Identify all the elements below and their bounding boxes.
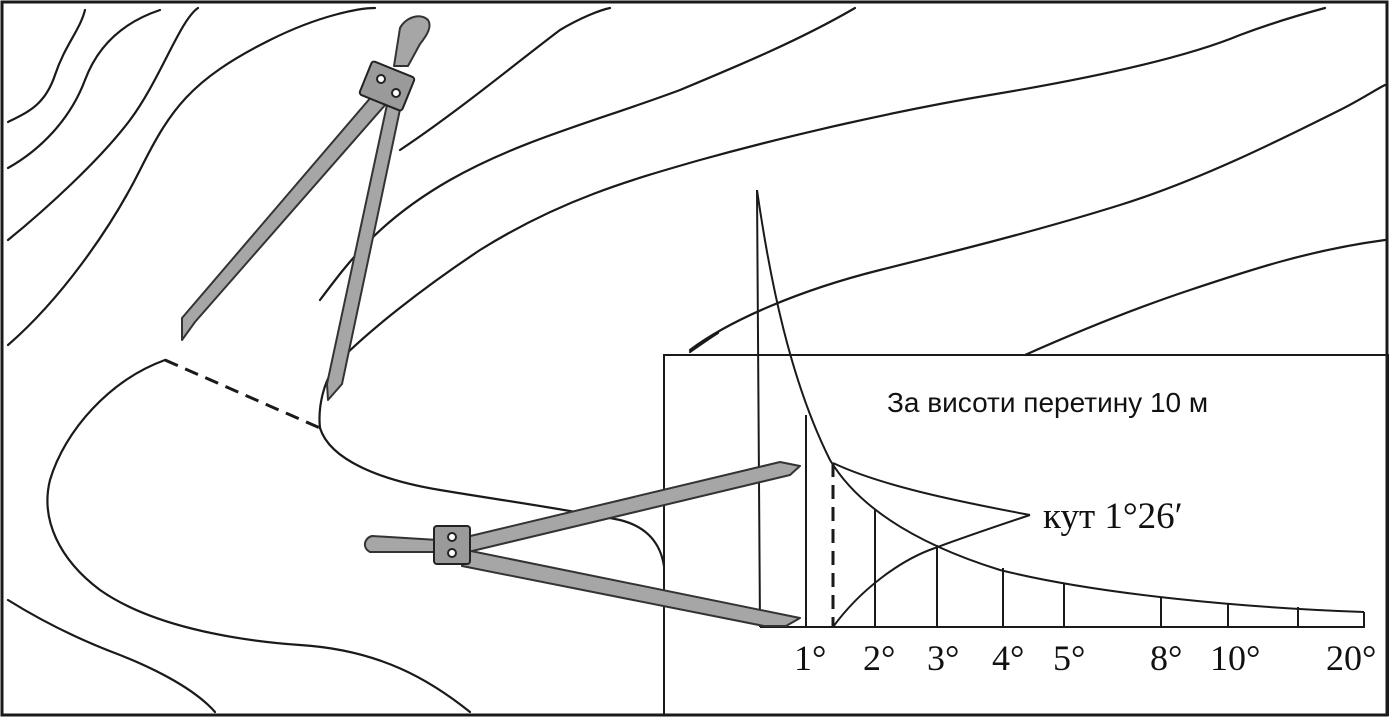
contour-line <box>1023 238 1387 357</box>
scale-panel <box>663 354 1389 716</box>
compass-pin <box>391 88 401 98</box>
scale-tick-labels: 1° 2° 3° 4° 5° 8° 10° 20° <box>794 638 1376 678</box>
scale-baseline <box>760 612 1365 628</box>
contour-line <box>6 598 217 714</box>
divider-compass-icon <box>181 15 431 401</box>
slope-scale <box>756 189 1365 628</box>
tick-label: 8° <box>1150 638 1182 678</box>
scale-ordinates <box>805 415 1299 627</box>
scale-caption: За висоти перетину 10 м <box>887 387 1208 418</box>
tick-label: 5° <box>1053 638 1085 678</box>
tick-label: 20° <box>1326 638 1376 678</box>
contour-line <box>6 8 87 124</box>
divider-compass-icon <box>364 461 801 627</box>
compass-leg <box>364 535 439 553</box>
contour-line <box>398 6 612 152</box>
compass-pin <box>447 532 457 542</box>
contour-line <box>688 331 720 354</box>
contour-line <box>6 8 162 170</box>
contour-line <box>688 83 1387 352</box>
compass-hinge <box>433 525 471 565</box>
scale-curve-lower <box>832 514 1031 628</box>
tick-label: 3° <box>927 638 959 678</box>
tick-label: 4° <box>992 638 1024 678</box>
measured-distance-dashed <box>164 358 321 430</box>
compass-pin <box>447 548 457 558</box>
tick-label: 10° <box>1210 638 1260 678</box>
scale-curve-cross <box>832 462 1031 516</box>
compass-leg <box>393 15 431 67</box>
tick-label: 2° <box>863 638 895 678</box>
contour-line <box>318 426 667 582</box>
scale-vertical-axis <box>756 189 761 628</box>
compass-pin <box>376 74 386 84</box>
contour-line <box>6 6 377 347</box>
compass-hinge <box>358 60 416 112</box>
angle-label: кут 1°26′ <box>1043 496 1183 537</box>
tick-label: 1° <box>794 638 826 678</box>
contour-line <box>318 6 1327 430</box>
scale-curve-upper <box>756 189 1365 613</box>
contour-line <box>6 6 200 242</box>
contour-line <box>46 358 472 714</box>
